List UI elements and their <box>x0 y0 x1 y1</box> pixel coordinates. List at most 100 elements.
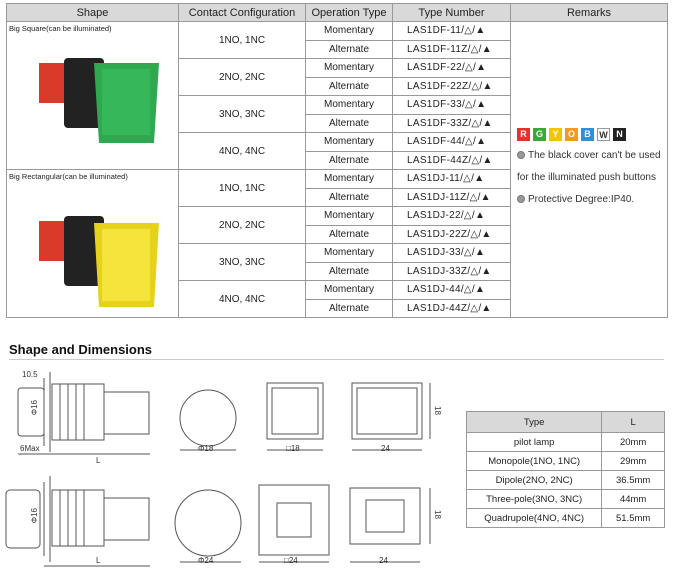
yellow-rect-button-image <box>39 216 159 307</box>
color-swatch: R <box>517 128 530 141</box>
dim-label-10-5: 10.5 <box>22 370 38 379</box>
dim-label-phi16-bottom: Φ16 <box>30 508 39 524</box>
dims-header-type: Type <box>465 411 603 433</box>
contact-config-cell: 4NO, 4NC <box>178 280 306 318</box>
table-row: Three-pole(3NO, 3NC)44mm <box>465 489 665 509</box>
type-number-cell: LAS1DF-33Z/△/▲ <box>392 113 511 133</box>
contact-config-cell: 4NO, 4NC <box>178 132 306 170</box>
remark-note: The black cover can't be used for the il… <box>517 145 661 189</box>
operation-type-cell: Alternate <box>305 150 393 170</box>
square-view-small <box>266 382 324 440</box>
header-operation-type: Operation Type <box>305 3 393 22</box>
dims-header-l: L <box>601 411 665 433</box>
rect-view-small <box>351 382 423 440</box>
spec-header-row: Shape Contact Configuration Operation Ty… <box>6 3 668 22</box>
type-number-cell: LAS1DF-44Z/△/▲ <box>392 150 511 170</box>
header-contact-config: Contact Configuration <box>178 3 306 22</box>
square-view-large <box>258 484 330 556</box>
table-row: Quadrupole(4NO, 4NC)51.5mm <box>465 508 665 528</box>
dims-l-cell: 29mm <box>601 451 665 471</box>
color-swatch: O <box>565 128 578 141</box>
bullet-icon <box>517 195 525 204</box>
dim-label-l-top: L <box>96 456 101 465</box>
shape-label: Big Square(can be illuminated) <box>9 24 112 33</box>
dim-label-18-top: 18 <box>433 406 442 415</box>
shape-cell-rect: Big Rectangular(can be illuminated) <box>6 169 179 318</box>
dims-type-cell: Monopole(1NO, 1NC) <box>465 451 603 471</box>
shape-cell-square: Big Square(can be illuminated) <box>6 21 179 170</box>
dims-type-cell: Dipole(2NO, 2NC) <box>465 470 603 490</box>
dims-type-cell: pilot lamp <box>465 432 603 452</box>
round-view-small <box>179 389 237 447</box>
rect-view-large <box>349 487 421 545</box>
color-swatch: Y <box>549 128 562 141</box>
section-title: Shape and Dimensions <box>9 342 153 357</box>
remark-note-text: The black cover can't be used for the il… <box>517 150 661 183</box>
color-swatch: G <box>533 128 546 141</box>
remark-note-text: Protective Degree:IP40. <box>528 194 635 205</box>
dim-label-sq18: □18 <box>286 444 300 453</box>
dim-label-18-bottom: 18 <box>433 510 442 519</box>
dims-l-cell: 20mm <box>601 432 665 452</box>
table-row: Big Rectangular(can be illuminated)1NO, … <box>6 169 668 318</box>
color-swatch: B <box>581 128 594 141</box>
dims-l-cell: 51.5mm <box>601 508 665 528</box>
header-shape: Shape <box>6 3 179 22</box>
dim-label-phi18: Φ18 <box>198 444 214 453</box>
dims-l-cell: 36.5mm <box>601 470 665 490</box>
side-view-top <box>17 372 150 455</box>
type-number-cell: LAS1DF-44/△/▲ <box>392 132 511 152</box>
bullet-icon <box>517 151 525 160</box>
table-row: Dipole(2NO, 2NC)36.5mm <box>465 470 665 490</box>
dim-label-6max: 6Max <box>20 444 40 453</box>
dim-label-phi16-top: Φ16 <box>30 400 39 416</box>
contact-config-cell: 2NO, 2NC <box>178 58 306 96</box>
type-number-cell: LAS1DJ-22/△/▲ <box>392 206 511 226</box>
spec-table: Shape Contact Configuration Operation Ty… <box>6 3 668 318</box>
dim-label-24-top: 24 <box>381 444 390 453</box>
color-swatch: W <box>597 128 610 141</box>
type-number-cell: LAS1DJ-11Z/△/▲ <box>392 187 511 207</box>
dims-header-row: Type L <box>465 411 665 433</box>
type-number-cell: LAS1DJ-11/△/▲ <box>392 169 511 189</box>
shape-label: Big Rectangular(can be illuminated) <box>9 172 128 181</box>
operation-type-cell: Alternate <box>305 187 393 207</box>
dim-label-phi24: Φ24 <box>198 556 214 565</box>
dim-label-sq24: □24 <box>284 556 298 565</box>
header-type-number: Type Number <box>392 3 511 22</box>
table-row: Monopole(1NO, 1NC)29mm <box>465 451 665 471</box>
dims-type-cell: Three-pole(3NO, 3NC) <box>465 489 603 509</box>
type-number-cell: LAS1DJ-44Z/△/▲ <box>392 298 511 318</box>
color-swatch: N <box>613 128 626 141</box>
side-view-bottom <box>5 476 150 567</box>
header-remarks: Remarks <box>510 3 668 22</box>
green-square-button-image <box>39 58 159 143</box>
round-view-large <box>174 489 242 557</box>
operation-type-cell: Momentary <box>305 132 393 152</box>
dim-label-24-bottom: 24 <box>379 556 388 565</box>
remark-note: Protective Degree:IP40. <box>517 189 661 211</box>
dim-label-l-bottom: L <box>96 556 101 565</box>
type-number-cell: LAS1DJ-22Z/△/▲ <box>392 224 511 244</box>
dims-l-cell: 44mm <box>601 489 665 509</box>
